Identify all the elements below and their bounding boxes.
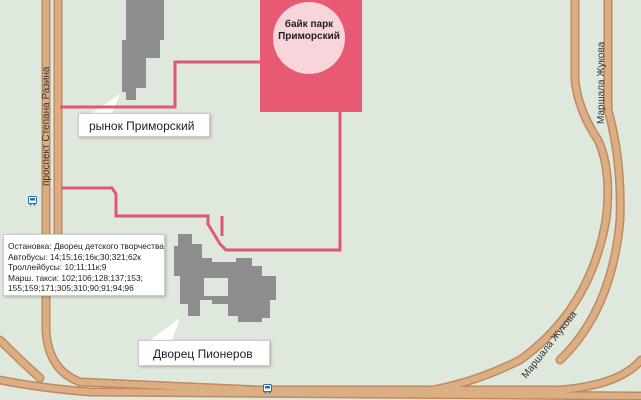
route xyxy=(60,60,342,252)
stop-taxi-line2: 155;159;171;305;310;90;91;94;96 xyxy=(8,283,134,294)
street-label-zhukova-top: Маршала Жукова xyxy=(596,41,607,124)
building-dvorec xyxy=(174,234,276,322)
park-title-line2: Приморский xyxy=(278,31,340,42)
road-bottom xyxy=(0,377,641,399)
stop-trolleybuses: Троллейбусы: 10;11;11к;9 xyxy=(8,262,107,273)
route-to-dvorec xyxy=(62,112,342,252)
stop-buses: Автобусы: 14;15;16;16к;30;321;62к xyxy=(8,251,141,262)
road-left-diagonal xyxy=(0,337,43,381)
dvorec-label[interactable]: Дворец Пионеров xyxy=(138,340,270,366)
bus-stop-icon[interactable] xyxy=(263,384,272,394)
street-label-razina: проспект Степана Разина xyxy=(41,66,52,187)
rynok-label[interactable]: рынок Приморский xyxy=(78,113,210,137)
park-title: байк парк Приморский xyxy=(263,19,355,43)
bus-stop-icon[interactable] xyxy=(28,196,37,206)
building-rynok xyxy=(122,0,164,100)
dvorec-pointer xyxy=(150,318,180,340)
road-zhukova-outer xyxy=(557,0,624,363)
stop-taxi-line1: Марш. такси: 102;106;128;137;153; xyxy=(8,272,143,283)
stop-name: Остановка: Дворец детского творчества xyxy=(8,241,164,251)
park-title-line1: байк парк xyxy=(284,19,334,30)
road-razina xyxy=(43,0,641,393)
rynok-pointer xyxy=(92,94,120,113)
park-circle xyxy=(273,2,345,74)
road-zhukova-inner xyxy=(417,0,611,395)
bus-stop-info[interactable]: Остановка: Дворец детского творчества Ав… xyxy=(3,234,165,296)
buildings xyxy=(122,0,276,322)
route-to-rynok xyxy=(60,60,262,109)
